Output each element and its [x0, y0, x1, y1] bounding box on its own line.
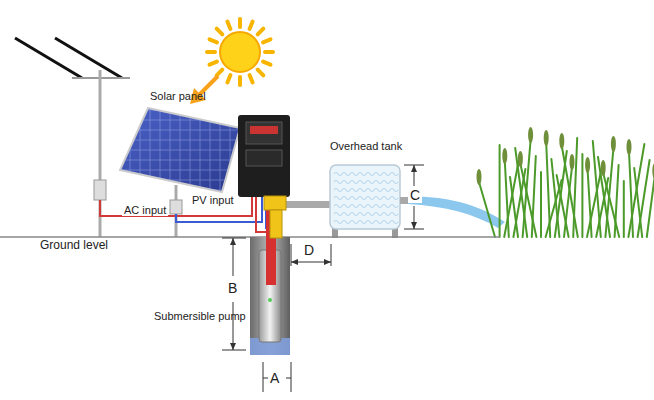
part-label: AC input	[122, 204, 168, 216]
stroke	[518, 151, 523, 167]
dimension-letter: D	[304, 243, 314, 258]
stroke	[528, 127, 533, 143]
stroke	[570, 154, 575, 170]
stroke	[258, 29, 264, 35]
stroke	[647, 176, 654, 237]
stroke	[634, 168, 642, 237]
stroke	[207, 50, 215, 54]
stroke	[581, 154, 583, 237]
stroke	[510, 177, 518, 237]
stroke	[263, 39, 270, 42]
stroke	[210, 39, 217, 42]
stroke	[544, 130, 549, 146]
stroke	[217, 29, 223, 35]
dimension-letter: B	[226, 281, 239, 296]
stroke	[334, 221, 398, 224]
part-label: Ground level	[40, 239, 108, 252]
stroke	[540, 172, 542, 237]
part-label: Overhead tank	[330, 140, 402, 152]
stroke	[628, 144, 644, 237]
stroke	[334, 213, 398, 216]
stroke	[238, 19, 242, 27]
part-label: Solar panel	[150, 90, 206, 102]
stroke	[546, 143, 550, 237]
stroke	[258, 70, 264, 76]
stroke	[601, 160, 606, 176]
stroke	[627, 139, 632, 155]
stroke	[250, 22, 253, 29]
stroke	[334, 181, 398, 184]
part-label: Submersible pump	[154, 310, 246, 322]
part-label: PV input	[190, 194, 236, 206]
dimension-letter: A	[270, 371, 279, 386]
stroke	[515, 148, 527, 237]
stroke	[652, 163, 654, 179]
stroke	[250, 75, 253, 82]
stroke	[588, 170, 592, 237]
stroke	[477, 169, 482, 185]
stroke	[502, 148, 507, 164]
stroke	[593, 141, 601, 237]
stroke	[520, 164, 536, 237]
stroke	[265, 50, 273, 54]
dimension-letter: C	[408, 188, 422, 203]
stroke	[334, 205, 398, 208]
stroke	[603, 173, 619, 237]
stroke	[562, 146, 578, 237]
stroke	[605, 149, 613, 237]
stroke	[217, 70, 223, 76]
stroke	[210, 62, 217, 65]
stroke	[505, 161, 509, 237]
stroke	[629, 152, 633, 237]
stroke	[263, 62, 270, 65]
stroke	[479, 182, 495, 237]
stroke	[334, 189, 398, 192]
stroke	[227, 75, 230, 82]
stroke	[499, 145, 501, 237]
stroke	[227, 22, 230, 29]
stroke	[334, 197, 398, 200]
stroke	[585, 157, 590, 173]
stroke	[334, 173, 398, 176]
stroke	[557, 175, 569, 237]
stroke	[623, 181, 625, 237]
stroke	[611, 136, 616, 152]
stroke	[559, 133, 564, 149]
stroke	[551, 159, 559, 237]
stroke	[238, 77, 242, 85]
